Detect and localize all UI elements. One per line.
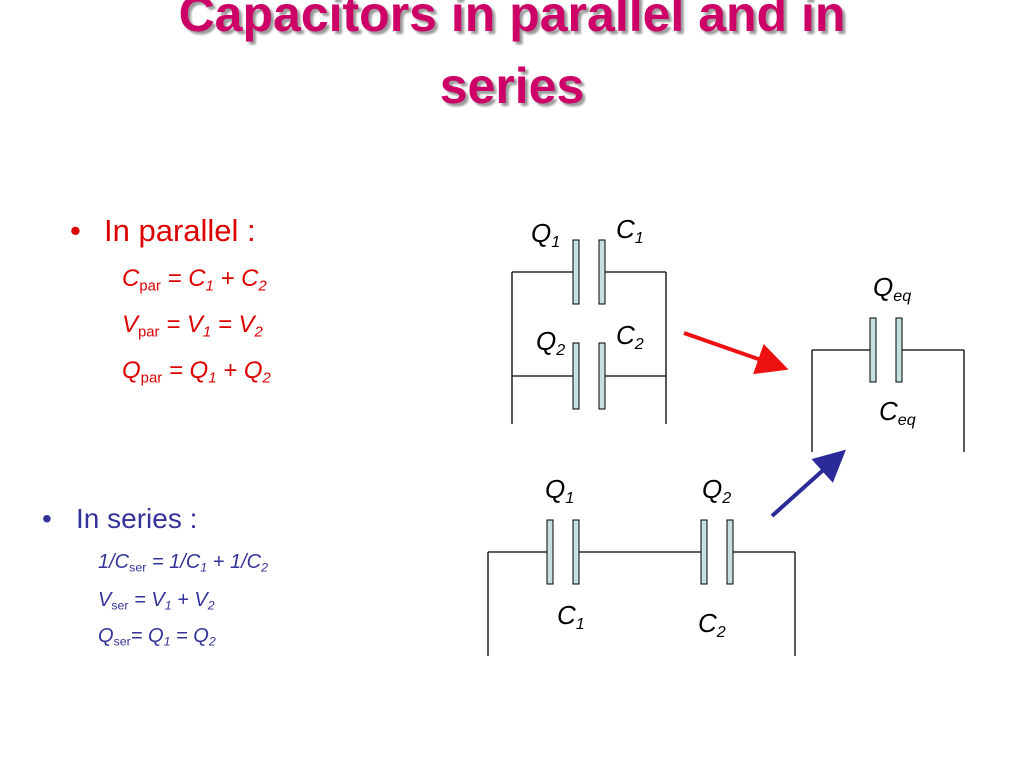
series-q2-label: Q2 xyxy=(702,474,732,507)
red-arrow-icon xyxy=(683,331,789,375)
parallel-capacitance-equation: Cpar = C1 + C2 xyxy=(122,265,267,295)
capacitor-plate xyxy=(572,519,580,585)
title-line-1: Capacitors in parallel and in xyxy=(178,0,846,42)
parallel-q2-label: Q2 xyxy=(536,326,566,359)
parallel-q1-label: Q1 xyxy=(531,218,561,251)
capacitor-plate xyxy=(895,317,903,383)
parallel-charge-equation: Qpar = Q1 + Q2 xyxy=(122,357,271,387)
capacitor-plate xyxy=(572,342,580,410)
series-c2-label: C2 xyxy=(698,608,726,641)
capacitor-plate xyxy=(700,519,708,585)
series-voltage-equation: Vser = V1 + V2 xyxy=(98,589,215,613)
bullet-icon: • xyxy=(42,503,52,534)
series-capacitance-equation: 1/Cser = 1/C1 + 1/C2 xyxy=(98,551,268,575)
capacitor-plate xyxy=(726,519,734,585)
equivalent-circuit xyxy=(811,349,965,452)
parallel-c2-label: C2 xyxy=(616,320,644,353)
bullet-icon: • xyxy=(70,213,81,248)
capacitor-plate xyxy=(598,239,606,305)
series-capacitor-2 xyxy=(700,519,734,585)
series-c1-label: C1 xyxy=(557,600,585,633)
series-heading-text: In series : xyxy=(76,503,198,534)
series-circuit xyxy=(487,551,796,656)
capacitor-plate xyxy=(572,239,580,305)
capacitor-plate xyxy=(546,519,554,585)
slide-title: Capacitors in parallel and in series xyxy=(0,0,1024,122)
capacitor-plate xyxy=(869,317,877,383)
equivalent-capacitor xyxy=(869,317,903,383)
series-charge-equation: Qser= Q1 = Q2 xyxy=(98,625,216,649)
series-heading: • In series : xyxy=(42,503,197,535)
parallel-capacitor-2 xyxy=(572,342,606,410)
title-line-2: series xyxy=(439,58,585,114)
parallel-voltage-equation: Vpar = V1 = V2 xyxy=(122,311,263,341)
parallel-c1-label: C1 xyxy=(616,214,644,247)
parallel-heading: • In parallel : xyxy=(70,213,256,249)
equivalent-c-label: Ceq xyxy=(879,396,916,429)
parallel-heading-text: In parallel : xyxy=(104,213,256,248)
capacitor-plate xyxy=(598,342,606,410)
parallel-circuit xyxy=(511,271,667,424)
parallel-capacitor-1 xyxy=(572,239,606,305)
series-q1-label: Q1 xyxy=(545,474,575,507)
blue-arrow-icon xyxy=(770,449,846,518)
equivalent-q-label: Qeq xyxy=(873,272,912,305)
series-capacitor-1 xyxy=(546,519,580,585)
